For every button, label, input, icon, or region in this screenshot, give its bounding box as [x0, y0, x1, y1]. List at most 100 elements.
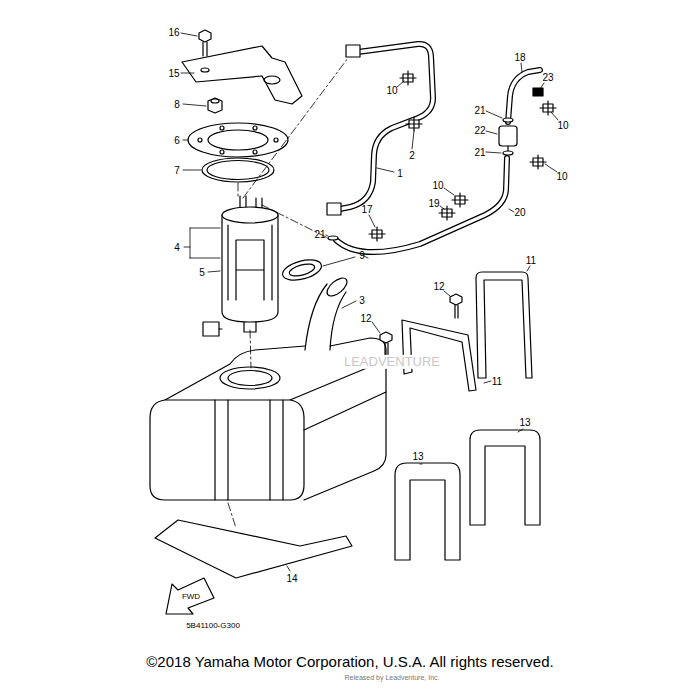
bracket — [182, 46, 302, 104]
callout-number: 21 — [313, 229, 326, 240]
leader-line — [486, 152, 501, 153]
callout-number: 8 — [173, 99, 181, 110]
o-ring — [328, 118, 513, 240]
leader-line — [369, 215, 375, 227]
flange-plate — [274, 138, 278, 142]
seal — [288, 262, 316, 278]
fuel-hose — [340, 44, 433, 209]
assembly-line — [243, 58, 348, 198]
leader-line — [527, 266, 530, 271]
leader-line — [184, 228, 220, 258]
flange-plate — [253, 150, 257, 154]
tank-plate — [155, 520, 352, 578]
fuel-pump — [228, 225, 272, 300]
callout-number: 10 — [385, 85, 398, 96]
leader-line — [484, 381, 491, 383]
bolt — [380, 294, 462, 356]
bracket — [182, 46, 302, 104]
callout-number: 11 — [491, 376, 503, 387]
fuel-tank — [324, 275, 350, 300]
hose-clip — [369, 71, 556, 241]
tank-strap — [402, 272, 532, 391]
gasket — [202, 158, 274, 182]
leader-line — [181, 33, 197, 36]
assembly-line — [250, 330, 251, 368]
leader-line — [440, 206, 444, 209]
direction-arrow — [166, 578, 214, 614]
fuel-tank — [304, 392, 386, 500]
fuel-pump — [244, 322, 256, 332]
callout-number: 12 — [359, 313, 372, 324]
callout-number: 11 — [525, 255, 537, 266]
hose-clip — [540, 101, 556, 115]
bracket — [264, 76, 280, 84]
callout-number: 10 — [556, 120, 569, 131]
leader-line — [342, 301, 356, 308]
leader-line — [183, 140, 188, 141]
watermark: LEADVENTURE — [343, 355, 441, 369]
flange-plate — [188, 123, 288, 157]
leader-line — [486, 131, 497, 134]
tank-pad — [395, 430, 540, 560]
fuel-pump — [222, 215, 278, 322]
tank-strap — [476, 272, 532, 378]
credit-text: Released by Leadventure, Inc. — [344, 674, 441, 682]
callout-number: 5 — [198, 267, 206, 278]
bolt — [199, 30, 211, 42]
leader-line — [545, 164, 557, 172]
hose-clip — [439, 206, 455, 220]
fuel-hose — [327, 44, 540, 252]
bolt — [450, 294, 462, 305]
o-ring — [328, 236, 338, 240]
direction-label: FWD — [181, 593, 201, 602]
fuel-hose — [336, 158, 507, 252]
leader-line — [486, 111, 502, 118]
copyright-caption: ©2018 Yamaha Motor Corporation, U.S.A. A… — [146, 654, 553, 671]
fuel-tank — [165, 346, 305, 400]
flange-plate — [220, 150, 224, 154]
callout-number: 20 — [513, 207, 526, 218]
gasket — [202, 158, 274, 182]
fuel-hose — [340, 44, 433, 209]
assembly-line — [228, 503, 236, 528]
bolt — [203, 42, 207, 56]
flange-plate — [198, 138, 202, 142]
callout-number: 13 — [411, 451, 424, 462]
bolt — [199, 30, 211, 56]
hose-clip — [369, 227, 385, 241]
flange-plate — [220, 126, 224, 130]
hose-clip — [530, 155, 546, 169]
callout-number: 23 — [541, 72, 554, 83]
hose-clip — [439, 206, 455, 220]
hose-clip — [540, 101, 556, 115]
callout-number: 6 — [173, 135, 181, 146]
leader-line — [509, 209, 514, 212]
fuel-filter — [499, 126, 517, 146]
leader-line — [377, 168, 394, 172]
bolt — [455, 305, 458, 318]
callout-number: 10 — [431, 180, 444, 191]
callout-number: 14 — [285, 573, 298, 584]
leader-line — [551, 112, 558, 120]
diagram-code: 5B41100-G300 — [185, 622, 241, 631]
callout-number: 9 — [358, 250, 366, 261]
tank-pad — [395, 463, 460, 560]
bolt — [380, 332, 392, 343]
leader-line — [183, 170, 201, 171]
hose-clip — [406, 117, 422, 131]
flange-plate — [188, 123, 288, 157]
leader-line — [444, 188, 454, 195]
fuel-pump — [240, 196, 262, 208]
leader-line — [420, 464, 422, 465]
leader-line — [397, 81, 404, 87]
tank-pad — [470, 430, 540, 525]
callout-number: 17 — [360, 204, 373, 215]
fuel-hose — [336, 158, 507, 252]
leader-line — [540, 83, 544, 89]
direction-arrow — [166, 578, 214, 614]
fuel-tank — [220, 367, 280, 389]
leader-line — [323, 257, 355, 266]
leader-line — [181, 33, 558, 571]
fuel-tank — [228, 371, 272, 386]
leader-line — [326, 235, 328, 236]
